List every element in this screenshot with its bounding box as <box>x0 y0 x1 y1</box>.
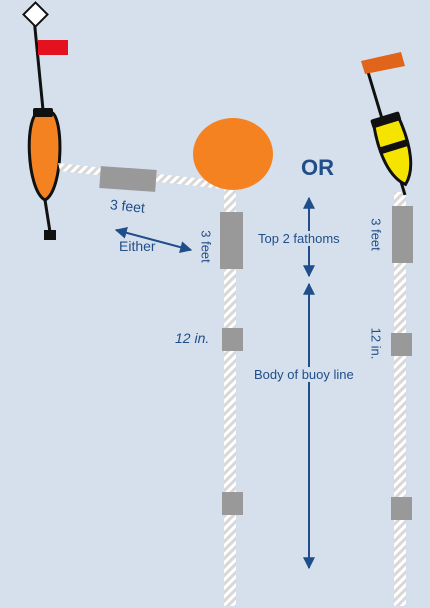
marker-center-12in-1 <box>222 328 243 351</box>
orange-flag-icon <box>361 52 405 74</box>
three-feet-label-horizontal: 3 feet <box>109 197 145 215</box>
left-buoy-weight <box>44 230 56 240</box>
left-buoy-collar <box>33 108 53 117</box>
three-feet-label-center: 3 feet <box>200 227 213 267</box>
yellow-buoy-float <box>372 117 419 189</box>
three-feet-label-right: 3 feet <box>370 215 383 255</box>
marker-center-3ft <box>220 212 243 269</box>
marker-horizontal-3ft <box>99 166 156 192</box>
orange-buoy-float <box>29 112 60 200</box>
twelve-inches-label-right: 12 in. <box>370 321 383 367</box>
either-label: Either <box>119 239 156 253</box>
red-flag-icon <box>38 40 68 55</box>
marker-right-3ft <box>392 206 413 263</box>
body-of-buoy-line-label: Body of buoy line <box>251 367 357 382</box>
right-highflyer-buoy <box>361 52 420 195</box>
top-two-fathoms-label: Top 2 fathoms <box>255 231 343 246</box>
twelve-inches-label-center: 12 in. <box>175 331 209 345</box>
diamond-reflector-icon <box>23 2 47 26</box>
marker-right-12in-1 <box>391 333 412 356</box>
or-label: OR <box>301 157 334 179</box>
left-buoy-pole <box>34 18 44 120</box>
marker-center-12in-2 <box>222 492 243 515</box>
left-highflyer-buoy <box>23 2 68 240</box>
orange-ball-buoy <box>193 118 273 190</box>
marker-right-12in-2 <box>391 497 412 520</box>
